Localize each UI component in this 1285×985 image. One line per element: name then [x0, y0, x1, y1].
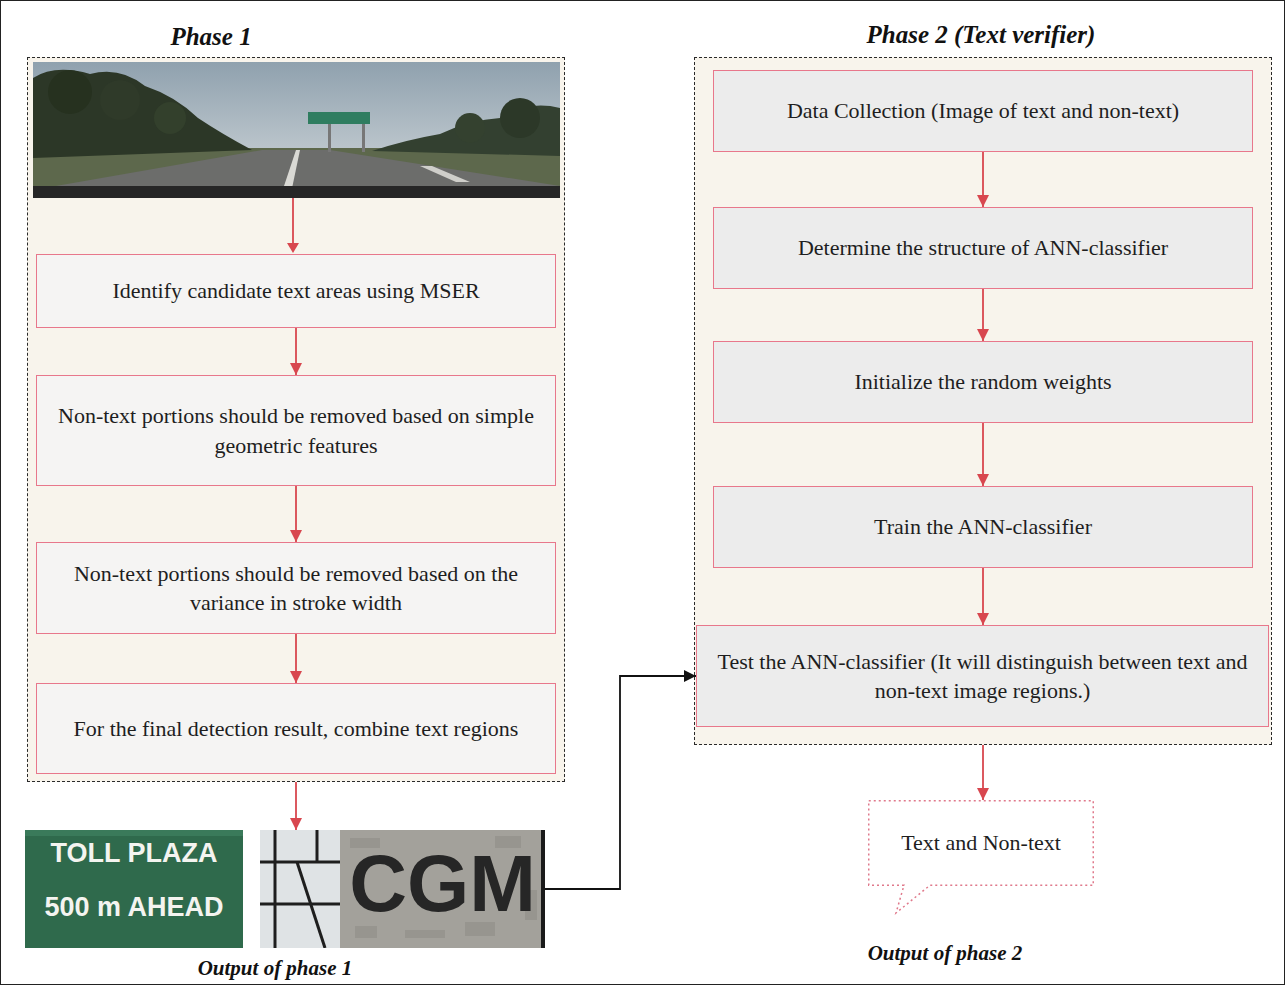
window-frame [260, 861, 340, 864]
text-holder: Test the ANN-classifier (It will disting… [697, 643, 1268, 709]
process-box: Data Collection (Image of text and non-t… [713, 70, 1253, 152]
text-holder: Phase 2 (Text verifier) [831, 20, 1131, 50]
phase-title: Phase 2 (Text verifier) [831, 20, 1131, 50]
sign-image [25, 830, 243, 948]
flow-arrow [295, 328, 297, 375]
sign-text: 500 m AHEAD [25, 894, 243, 921]
tree [154, 102, 186, 134]
text-holder: Data Collection (Image of text and non-t… [714, 92, 1252, 129]
text-holder: Non-text portions should be removed base… [37, 555, 555, 621]
step-text: Data Collection (Image of text and non-t… [724, 96, 1242, 125]
output-caption: Output of phase 1 [125, 956, 425, 981]
text-holder: Output of phase 1 [125, 956, 425, 981]
phase-panel: Phase 2 (Text verifier)Data Collection (… [694, 57, 1272, 745]
text-holder: 500 m AHEAD [25, 894, 243, 921]
process-box: For the final detection result, combine … [36, 683, 556, 774]
panel-fill [27, 57, 565, 782]
tree [500, 98, 540, 138]
dashboard [33, 186, 560, 198]
sign-text: TOLL PLAZA [25, 840, 243, 867]
image-edge [541, 830, 545, 948]
phase-panel: Phase 1Identify candidate text areas usi… [27, 57, 565, 782]
grass [33, 148, 560, 198]
flow-arrow [982, 745, 984, 800]
text-holder: Text and Non-text [868, 824, 1094, 861]
road [33, 150, 560, 198]
process-box: Identify candidate text areas using MSER [36, 254, 556, 328]
step-text: Non-text portions should be removed base… [47, 401, 545, 459]
window-image [260, 830, 340, 948]
flow-arrow [295, 634, 297, 683]
wall-texture [355, 926, 377, 938]
step-text: Determine the structure of ANN-classifie… [724, 233, 1242, 262]
arrow-head [287, 243, 299, 253]
window-frame [297, 862, 325, 948]
step-text: Test the ANN-classifier (It will disting… [707, 647, 1258, 705]
output-caption: Output of phase 2 [795, 941, 1095, 966]
text-holder: Phase 1 [111, 22, 311, 52]
photo-arrow [287, 198, 299, 253]
process-box: Non-text portions should be removed base… [36, 542, 556, 634]
sign-edge [25, 830, 243, 836]
flow-arrow [982, 568, 984, 625]
road-photo [33, 62, 560, 198]
text-holder: Initialize the random weights [714, 363, 1252, 400]
flow-arrow [545, 676, 696, 889]
process-box: Non-text portions should be removed base… [36, 375, 556, 486]
text-holder: CGM [340, 844, 545, 924]
process-box: Train the ANN-classifier [713, 486, 1253, 568]
wall-texture [405, 930, 445, 938]
window-frame [316, 830, 319, 862]
flow-arrow [295, 486, 297, 542]
tree-line [33, 70, 252, 158]
text-holder: Train the ANN-classifier [714, 508, 1252, 545]
bubble-text: Text and Non-text [878, 828, 1084, 857]
step-text: Identify candidate text areas using MSER [47, 276, 545, 305]
lane-mark [420, 166, 470, 182]
flow-arrow [982, 152, 984, 207]
text-holder: Non-text portions should be removed base… [37, 397, 555, 463]
flow-arrow [982, 289, 984, 341]
step-text: For the final detection result, combine … [47, 714, 545, 743]
sky [33, 62, 560, 198]
road-sign [308, 112, 370, 124]
text-holder: For the final detection result, combine … [37, 710, 555, 747]
arrow-line [292, 198, 294, 244]
text-holder: Identify candidate text areas using MSER [37, 272, 555, 309]
tree [48, 70, 92, 114]
panel-fill [694, 57, 1272, 745]
process-box: Determine the structure of ANN-classifie… [713, 207, 1253, 289]
wall-texture [465, 922, 495, 936]
bubble-shape [869, 801, 1094, 913]
panel-fills [27, 57, 1272, 782]
text-holder: Output of phase 2 [795, 941, 1095, 966]
process-box: Initialize the random weights [713, 341, 1253, 423]
window-frame [274, 830, 277, 948]
step-text: Initialize the random weights [724, 367, 1242, 396]
step-text: Non-text portions should be removed base… [47, 559, 545, 617]
tree [455, 113, 485, 143]
text-holder: TOLL PLAZA [25, 840, 243, 867]
flow-arrow [295, 782, 297, 830]
process-box: Test the ANN-classifier (It will disting… [696, 625, 1269, 727]
wall-text: CGM [340, 844, 545, 924]
flow-arrow [982, 423, 984, 486]
speech-bubble: Text and Non-textOutput of phase 2 [868, 800, 1094, 886]
tree [100, 80, 140, 120]
text-holder: Determine the structure of ANN-classifie… [714, 229, 1252, 266]
phase-title: Phase 1 [111, 22, 311, 52]
wall-image [340, 830, 545, 948]
step-text: Train the ANN-classifier [724, 512, 1242, 541]
window-frame [260, 903, 340, 906]
output-image-strip: Output of phase 1TOLL PLAZA500 m AHEADCG… [25, 830, 545, 948]
